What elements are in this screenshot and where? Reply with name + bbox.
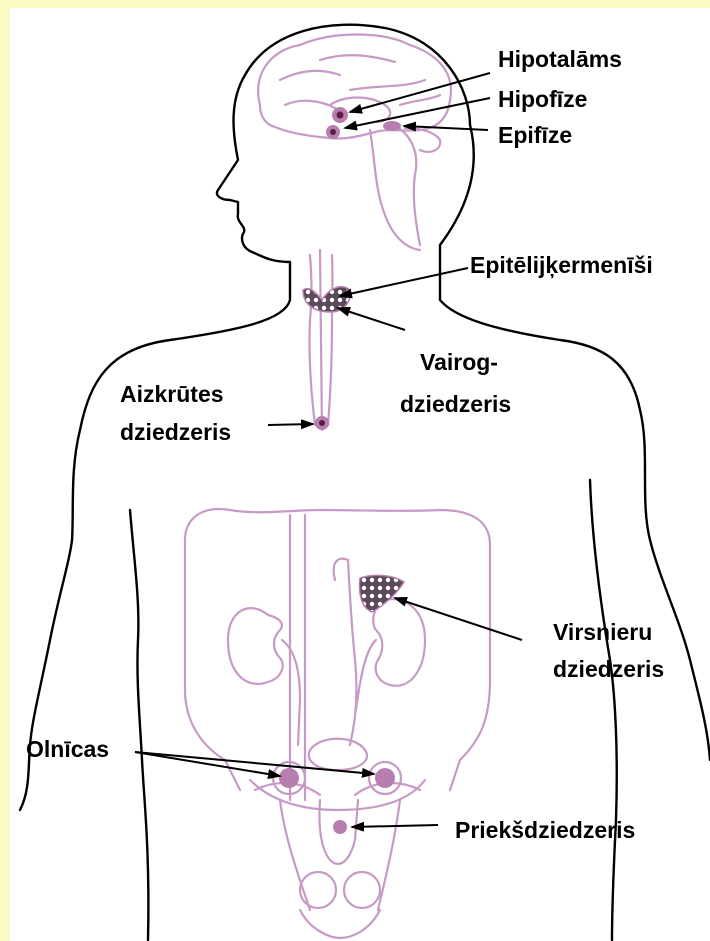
label-adrenal-line2: dziedzeris	[553, 656, 664, 682]
labels: Hipotalāms Hipofīze Epifīze Epitēlijķerm…	[26, 46, 664, 843]
body-outline	[20, 25, 710, 940]
ovary-right	[375, 768, 395, 788]
label-prostate: Priekšdziedzeris	[455, 817, 635, 843]
label-adrenal-line1: Virsnieru	[553, 619, 652, 645]
label-thyroid-line2: dziedzeris	[400, 391, 511, 417]
arrow-thyroid	[338, 308, 405, 330]
label-thymus-line1: Aizkrūtes	[120, 381, 224, 407]
label-pineal: Epifīze	[498, 122, 572, 148]
pelvic-organs	[250, 739, 425, 938]
endocrine-diagram: Hipotalāms Hipofīze Epifīze Epitēlijķerm…	[10, 8, 710, 941]
label-pituitary: Hipofīze	[498, 86, 587, 112]
label-ovaries: Olnīcas	[26, 736, 109, 762]
arrow-thymus	[268, 424, 313, 425]
label-thymus-line2: dziedzeris	[120, 419, 231, 445]
arrow-adrenal	[395, 598, 522, 640]
pineal-gland	[383, 121, 401, 131]
label-thyroid-line1: Vairog-	[420, 349, 498, 375]
arrows	[135, 73, 522, 827]
label-parathyroid: Epitēlijķermenīši	[470, 252, 653, 278]
neck-structures	[309, 250, 332, 430]
arrow-ovary-right	[135, 752, 374, 774]
arrow-parathyroid	[340, 268, 468, 296]
brain	[258, 34, 451, 250]
prostate-gland	[333, 820, 347, 834]
arrow-prostate	[352, 825, 438, 827]
abdominal-organs	[185, 509, 490, 800]
label-hypothalamus: Hipotalāms	[498, 46, 622, 72]
adrenal-gland	[360, 575, 405, 612]
ovary-left	[279, 768, 299, 788]
